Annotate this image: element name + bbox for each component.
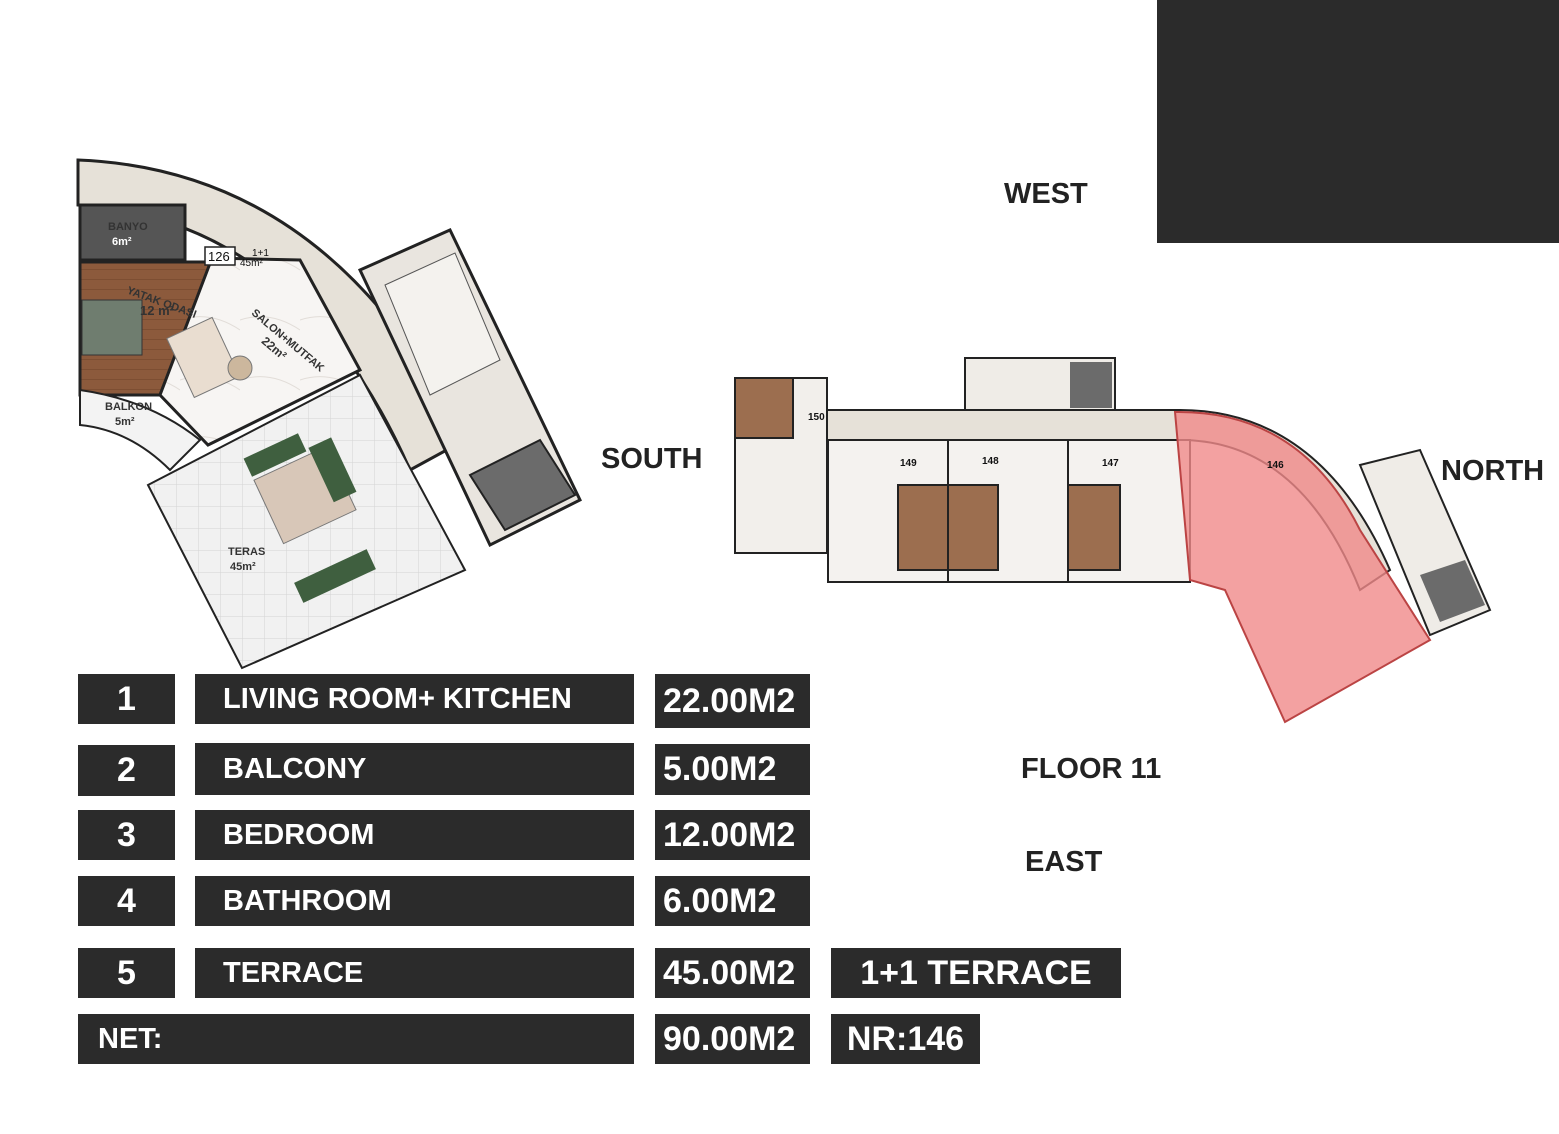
unit-number-badge: NR:146 <box>831 1014 980 1064</box>
plan-banyo-area: 6m² <box>112 236 132 248</box>
net-label: NET: <box>78 1014 634 1064</box>
compass-north: NORTH <box>1441 455 1545 487</box>
plan-unit-no: 126 <box>208 249 230 264</box>
bathroom-room <box>78 203 187 262</box>
key-unit-label-147: 147 <box>1102 458 1119 469</box>
plan-banyo: BANYO <box>108 221 148 233</box>
key-unit-label-149: 149 <box>900 458 917 469</box>
floor-key-plan: 150 149 148 147 146 <box>734 357 1492 724</box>
row-4-index: 4 <box>78 876 175 926</box>
unit-type-badge: 1+1 TERRACE <box>831 948 1121 998</box>
unit-floor-plan: BANYO 6m² YATAK ODASI 12 m² SALON+MUTFAK… <box>76 158 582 670</box>
floor-label: FLOOR 11 <box>1021 753 1162 785</box>
plan-yatak-area: 12 m² <box>140 303 175 318</box>
row-3-area: 12.00M2 <box>655 810 810 860</box>
compass-south: SOUTH <box>601 443 703 475</box>
corridor <box>76 158 467 473</box>
row-4-name: BATHROOM <box>195 876 634 926</box>
plan-teras: TERAS <box>228 546 265 558</box>
balcony-room <box>79 388 202 472</box>
row-2-area: 5.00M2 <box>655 744 810 795</box>
row-3-name: BEDROOM <box>195 810 634 860</box>
row-4-area: 6.00M2 <box>655 876 810 926</box>
plan-teras-area: 45m² <box>230 561 256 573</box>
key-unit-label-146: 146 <box>1267 460 1284 471</box>
plan-balkon: BALKON <box>105 401 152 413</box>
net-area: 90.00M2 <box>655 1014 810 1064</box>
corner-panel <box>1157 0 1559 243</box>
plan-balkon-area: 5m² <box>115 416 135 428</box>
row-1-index: 1 <box>78 674 175 724</box>
row-2-index: 2 <box>78 745 175 796</box>
row-5-index: 5 <box>78 948 175 998</box>
plan-unit-area: 45m² <box>240 258 263 269</box>
key-unit-label-150: 150 <box>808 412 825 423</box>
key-unit-label-148: 148 <box>982 456 999 467</box>
stair-block <box>357 228 582 548</box>
row-2-name: BALCONY <box>195 743 634 795</box>
row-5-area: 45.00M2 <box>655 948 810 998</box>
row-5-name: TERRACE <box>195 948 634 998</box>
plan-unit-type: 1+1 <box>252 248 269 259</box>
key-unit-146-highlight <box>1173 410 1432 724</box>
compass-west: WEST <box>1004 178 1088 210</box>
compass-east: EAST <box>1025 846 1103 878</box>
row-1-name: LIVING ROOM+ KITCHEN <box>195 674 634 724</box>
row-1-area: 22.00M2 <box>655 674 810 728</box>
row-3-index: 3 <box>78 810 175 860</box>
living-kitchen-room <box>158 256 363 447</box>
